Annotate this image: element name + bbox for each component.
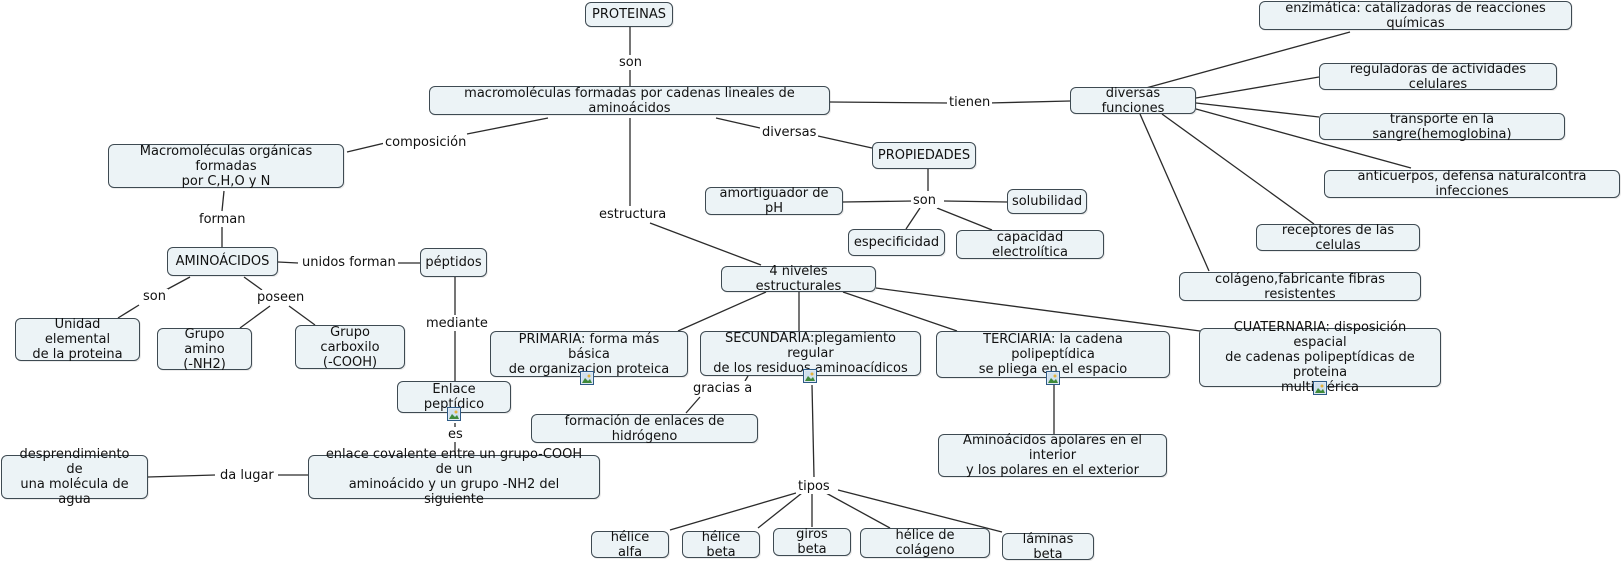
phrase-mediante: mediante xyxy=(424,316,490,331)
phrase-estructura: estructura xyxy=(597,207,669,222)
concept-primaria[interactable]: PRIMARIA: forma más básica de organizaci… xyxy=(490,331,688,377)
phrase-son-aminoacidos: son xyxy=(141,289,168,304)
concept-anticuerpos[interactable]: anticuerpos, defensa naturalcontra infec… xyxy=(1324,169,1620,199)
phrase-son-propiedades: son xyxy=(911,193,938,208)
phrase-tipos: tipos xyxy=(796,479,832,494)
phrase-gracias-a: gracias a xyxy=(691,381,755,396)
image-attachment-icon[interactable] xyxy=(1046,371,1060,385)
concept-colageno-fabricante[interactable]: colágeno,fabricante fibras resistentes xyxy=(1179,272,1421,302)
concept-terciaria[interactable]: TERCIARIA: la cadena polipeptídica se pl… xyxy=(936,331,1170,378)
concept-macromoleculas[interactable]: macromoléculas formadas por cadenas line… xyxy=(429,86,830,116)
concept-receptores[interactable]: receptores de las celulas xyxy=(1256,223,1420,253)
concept-4-niveles[interactable]: 4 niveles estructurales xyxy=(721,264,876,294)
concept-helice-colageno[interactable]: hélice de colágeno xyxy=(860,528,990,558)
phrase-poseen: poseen xyxy=(255,290,307,305)
concept-giros-beta[interactable]: giros beta xyxy=(773,527,851,557)
image-attachment-icon[interactable] xyxy=(803,369,817,383)
concept-laminas-beta[interactable]: láminas beta xyxy=(1002,532,1094,562)
concept-enzimatica[interactable]: enzimática: catalizadoras de reacciones … xyxy=(1259,1,1572,31)
concept-grupo-carboxilo[interactable]: Grupo carboxilo (-COOH) xyxy=(295,325,405,370)
concept-especificidad[interactable]: especificidad xyxy=(848,229,945,256)
image-attachment-icon[interactable] xyxy=(580,371,594,385)
concept-diversas-funciones[interactable]: diversas funciones xyxy=(1070,86,1196,116)
concept-cuaternaria[interactable]: CUATERNARIA: disposición espacial de cad… xyxy=(1199,320,1441,395)
phrase-da-lugar: da lugar xyxy=(218,468,276,483)
concept-solubilidad[interactable]: solubilidad xyxy=(1007,189,1087,214)
concept-propiedades[interactable]: PROPIEDADES xyxy=(872,142,976,169)
concept-reguladoras[interactable]: reguladoras de actividades celulares xyxy=(1319,62,1557,92)
phrase-forman: forman xyxy=(197,212,248,227)
phrase-es: es xyxy=(446,427,465,442)
image-attachment-icon[interactable] xyxy=(1313,381,1327,395)
phrase-diversas: diversas xyxy=(760,125,819,140)
concept-macromoleculas-organicas[interactable]: Macromoléculas orgánicas formadas por C,… xyxy=(108,144,344,189)
phrase-composicion: composición xyxy=(383,135,469,150)
phrase-unidos-forman: unidos forman xyxy=(300,255,398,270)
concept-desprendimiento[interactable]: desprendimiento de una molécula de agua xyxy=(1,447,148,507)
concept-amortiguador-ph[interactable]: amortiguador de pH xyxy=(705,186,843,216)
concept-grupo-amino[interactable]: Grupo amino (-NH2) xyxy=(157,327,252,372)
concept-unidad-elemental[interactable]: Unidad elemental de la proteina xyxy=(15,317,140,362)
concept-transporte[interactable]: transporte en la sangre(hemoglobina) xyxy=(1319,112,1565,142)
concept-helice-alfa[interactable]: hélice alfa xyxy=(591,530,669,560)
concept-enlace-covalente[interactable]: enlace covalente entre un grupo-COOH de … xyxy=(308,447,600,507)
concept-secundaria[interactable]: SECUNDARIA:plegamiento regular de los re… xyxy=(700,331,921,376)
concept-proteinas[interactable]: PROTEINAS xyxy=(585,2,673,27)
concept-capacidad-electrolitica[interactable]: capacidad electrolítica xyxy=(956,230,1104,260)
phrase-tienen: tienen xyxy=(947,95,993,110)
concept-peptidos[interactable]: péptidos xyxy=(420,248,487,277)
concept-enlace-peptidico[interactable]: Enlace peptídico xyxy=(397,381,511,413)
concept-aminoacidos-apolares[interactable]: Aminoácidos apolares en el interior y lo… xyxy=(938,433,1167,478)
phrase-son: son xyxy=(617,55,644,70)
image-attachment-icon[interactable] xyxy=(447,407,461,421)
concept-helice-beta[interactable]: hélice beta xyxy=(682,530,760,560)
concept-formacion-enlaces[interactable]: formación de enlaces de hidrógeno xyxy=(531,414,758,444)
concept-aminoacidos[interactable]: AMINOÁCIDOS xyxy=(167,247,278,276)
